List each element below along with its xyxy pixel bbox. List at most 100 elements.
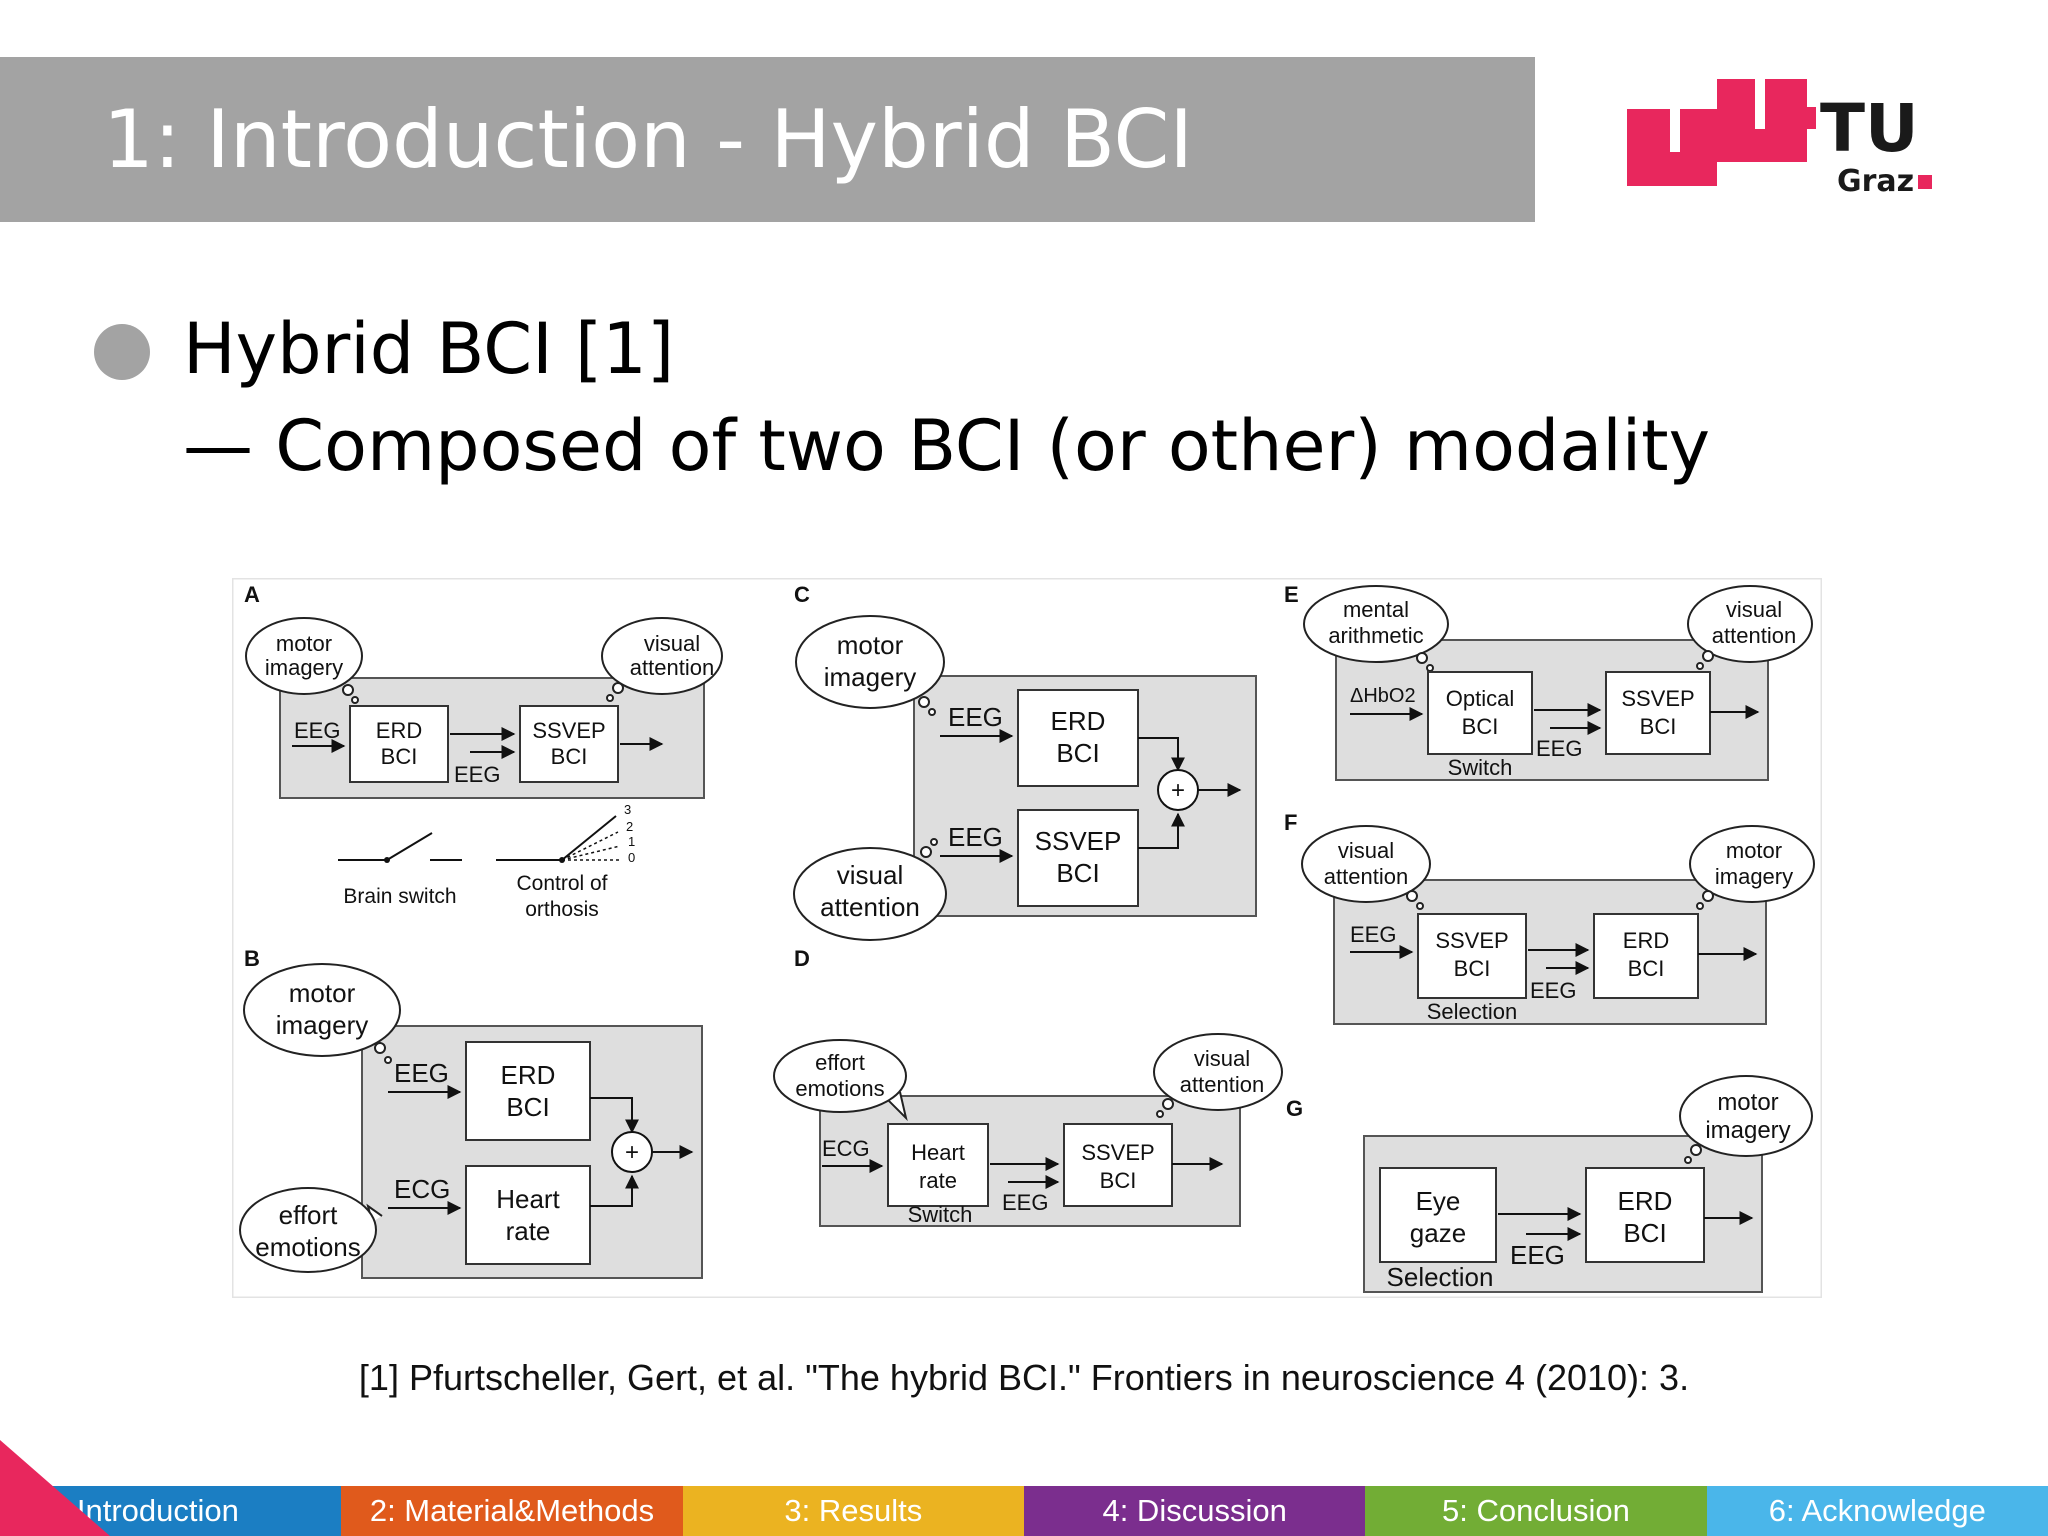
block-text: BCI xyxy=(1100,1168,1137,1193)
signal-label: ECG xyxy=(394,1174,450,1204)
level-label: 1 xyxy=(628,834,635,849)
panel-d: D effort emotions visual attention ECG H… xyxy=(773,946,1283,1227)
slide-title: 1: Introduction - Hybrid BCI xyxy=(103,93,1193,186)
orthosis-label: orthosis xyxy=(525,898,599,921)
logo-block xyxy=(1807,107,1816,129)
cloud-text: attention xyxy=(630,655,714,680)
block-text: gaze xyxy=(1410,1218,1466,1248)
panel-letter: G xyxy=(1286,1096,1303,1121)
signal-label: EEG xyxy=(1510,1240,1565,1270)
thought-cloud-motor-imagery: motor imagery xyxy=(795,615,945,716)
cloud-text: visual xyxy=(644,631,700,656)
block-eye-gaze xyxy=(1379,1167,1497,1263)
thought-cloud-motor-imagery: motor imagery xyxy=(245,617,363,704)
nav-tab-acknowledge[interactable]: 6: Acknowledge xyxy=(1706,1486,2048,1536)
cloud-text: visual xyxy=(1194,1046,1250,1071)
panel-g: G motor imagery Eye gaze EEG ERD BCI Sel… xyxy=(1286,1075,1813,1293)
panel-c: C motor imagery EEG ERD BCI + EEG SSVEP … xyxy=(793,582,1257,941)
logo-block xyxy=(1717,129,1807,162)
panel-e: E mental arithmetic visual attention ΔHb… xyxy=(1284,582,1813,781)
brain-switch-label: Brain switch xyxy=(343,885,456,908)
block-erd-bci xyxy=(1017,689,1139,787)
orthosis-label: Control of xyxy=(516,872,607,895)
cloud-text: imagery xyxy=(1705,1117,1790,1144)
nav-tab-discussion[interactable]: 4: Discussion xyxy=(1023,1486,1366,1536)
panel-caption: Switch xyxy=(1448,755,1513,780)
logo-block xyxy=(1680,109,1717,152)
block-text: Heart xyxy=(911,1140,965,1165)
block-text: BCI xyxy=(1056,858,1099,888)
cloud-text: motor xyxy=(289,978,356,1008)
cloud-text: imagery xyxy=(824,662,916,692)
cloud-text: imagery xyxy=(265,655,343,680)
logo-graz: Graz xyxy=(1837,164,1914,199)
panel-b: B motor imagery EEG ERD BCI + ECG Heart … xyxy=(239,946,703,1279)
block-text: SSVEP xyxy=(532,718,605,743)
thought-cloud-mental-arithmetic: mental arithmetic xyxy=(1303,585,1449,672)
signal-label: EEG xyxy=(1002,1190,1048,1215)
signal-label: EEG xyxy=(454,762,500,787)
nav-tab-conclusion[interactable]: 5: Conclusion xyxy=(1365,1486,1707,1536)
logo-block xyxy=(1627,109,1670,152)
block-text: Optical xyxy=(1446,686,1514,711)
level-label: 0 xyxy=(628,850,635,865)
thought-cloud-motor-imagery: motor imagery xyxy=(243,963,401,1064)
block-text: Heart xyxy=(496,1184,560,1214)
bullet-dot xyxy=(94,324,150,380)
speech-bubble-effort-emotions: effort emotions xyxy=(773,1039,908,1122)
cloud-text: attention xyxy=(1180,1072,1264,1097)
block-text: BCI xyxy=(1462,714,1499,739)
block-text: ERD xyxy=(501,1060,556,1090)
speech-text: emotions xyxy=(795,1076,884,1101)
cloud-text: imagery xyxy=(276,1010,368,1040)
block-text: ERD xyxy=(1623,928,1669,953)
sum-symbol: + xyxy=(1171,777,1185,804)
cloud-text: mental xyxy=(1343,597,1409,622)
tu-graz-logo: TU Graz xyxy=(1627,79,1932,199)
speech-text: effort xyxy=(815,1050,865,1075)
cloud-text: attention xyxy=(820,892,920,922)
panel-caption: Selection xyxy=(1387,1262,1494,1292)
hybrid-bci-figure: A motor imagery visual attention EEG ERD… xyxy=(232,578,1822,1298)
block-ssvep-bci xyxy=(1017,809,1139,907)
cloud-text: motor xyxy=(1726,838,1782,863)
thought-cloud-motor-imagery: motor imagery xyxy=(1679,1075,1813,1164)
block-text: rate xyxy=(506,1216,551,1246)
block-text: BCI xyxy=(1454,956,1491,981)
logo-dot xyxy=(1918,175,1932,189)
reference-citation: [1] Pfurtscheller, Gert, et al. "The hyb… xyxy=(358,1357,1690,1398)
cloud-text: motor xyxy=(276,631,332,656)
panel-letter: E xyxy=(1284,582,1299,607)
block-erd-bci xyxy=(349,705,449,783)
block-text: SSVEP xyxy=(1035,826,1122,856)
block-ssvep-bci xyxy=(1417,913,1527,999)
block-text: Eye xyxy=(1416,1186,1461,1216)
block-text: ERD xyxy=(1618,1186,1673,1216)
logo-block xyxy=(1717,79,1755,129)
signal-label: EEG xyxy=(394,1058,449,1088)
thought-cloud-visual-attention: visual attention xyxy=(1301,825,1431,910)
speech-bubble-effort-emotions: effort emotions xyxy=(239,1187,383,1273)
block-ssvep-bci xyxy=(1063,1123,1173,1207)
current-section-marker xyxy=(0,1440,110,1536)
block-text: BCI xyxy=(551,744,588,769)
sum-symbol: + xyxy=(625,1139,639,1166)
block-heart-rate xyxy=(465,1165,591,1265)
cloud-text: visual xyxy=(1726,597,1782,622)
signal-label: ΔHbO2 xyxy=(1350,685,1416,707)
nav-tab-material-methods[interactable]: 2: Material&Methods xyxy=(341,1486,683,1536)
nav-tab-results[interactable]: 3: Results xyxy=(682,1486,1024,1536)
thought-cloud-visual-attention: visual attention xyxy=(793,838,947,941)
thought-cloud-visual-attention: visual attention xyxy=(1687,585,1813,670)
thought-cloud-visual-attention: visual attention xyxy=(1153,1033,1283,1118)
panel-caption: Selection xyxy=(1427,999,1518,1024)
title-bar: 1: Introduction - Hybrid BCI xyxy=(0,57,1535,222)
cloud-text: attention xyxy=(1324,864,1408,889)
panel-f: F visual attention motor imagery EEG SSV… xyxy=(1284,810,1815,1025)
panel-a: A motor imagery visual attention EEG ERD… xyxy=(244,582,723,921)
level-label: 2 xyxy=(626,819,633,834)
block-text: BCI xyxy=(1623,1218,1666,1248)
bullet-hybrid-bci: Hybrid BCI [1] xyxy=(183,308,675,390)
signal-label: EEG xyxy=(294,718,340,743)
signal-label: ECG xyxy=(822,1136,870,1161)
